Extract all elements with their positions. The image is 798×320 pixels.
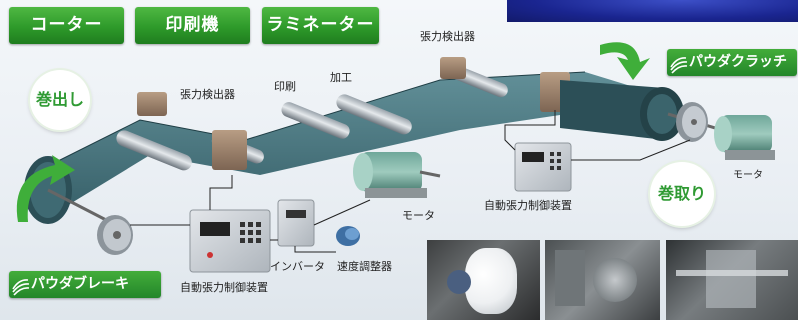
rewind-roll: [560, 80, 684, 141]
photo-roll-white: [427, 240, 540, 320]
background-photo-corner: [507, 0, 798, 22]
controller-left: [189, 209, 271, 273]
tab-printing-machine[interactable]: 印刷機: [135, 7, 250, 44]
label-printing: 印刷: [274, 80, 296, 93]
speed-regulator-knob: [336, 226, 360, 246]
motor-center: [353, 152, 441, 198]
powder-clutch-unit: [676, 102, 708, 142]
powder-brake-badge: パウダブレーキ: [9, 271, 161, 298]
inverter-box: [277, 199, 315, 247]
rewind-arrow-icon: [600, 42, 650, 80]
label-motor-1: モータ: [402, 209, 435, 222]
unwind-circle: 巻出し: [30, 70, 90, 130]
label-speed-regulator: 速度調整器: [337, 260, 392, 273]
label-tension-detector-1: 張力検出器: [180, 88, 235, 101]
photo-machine-line: [666, 240, 798, 320]
tension-detector-left: [137, 92, 247, 170]
powder-clutch-label: パウダクラッチ: [689, 54, 787, 70]
tab-laminator[interactable]: ラミネーター: [262, 7, 379, 44]
label-auto-tension-controller-1: 自動張力制御装置: [180, 281, 268, 294]
label-motor-2: モータ: [733, 170, 763, 181]
label-processing: 加工: [330, 71, 352, 84]
photo-machine-unit: [545, 240, 660, 320]
tab-coater[interactable]: コーター: [9, 7, 124, 44]
label-auto-tension-controller-2: 自動張力制御装置: [484, 199, 572, 212]
motor-right: [714, 115, 775, 160]
powder-brake-unit: [97, 215, 133, 255]
film-web: [30, 72, 660, 210]
powder-wave-icon: [667, 49, 689, 76]
label-inverter: インバータ: [270, 260, 325, 273]
unwind-arrow-icon: [16, 155, 75, 222]
controller-right: [514, 142, 572, 192]
powder-clutch-badge: パウダクラッチ: [667, 49, 797, 76]
rewind-circle: 巻取り: [650, 162, 714, 226]
label-tension-detector-2: 張力検出器: [420, 30, 475, 43]
powder-wave-icon: [9, 271, 31, 298]
powder-brake-label: パウダブレーキ: [31, 276, 129, 292]
